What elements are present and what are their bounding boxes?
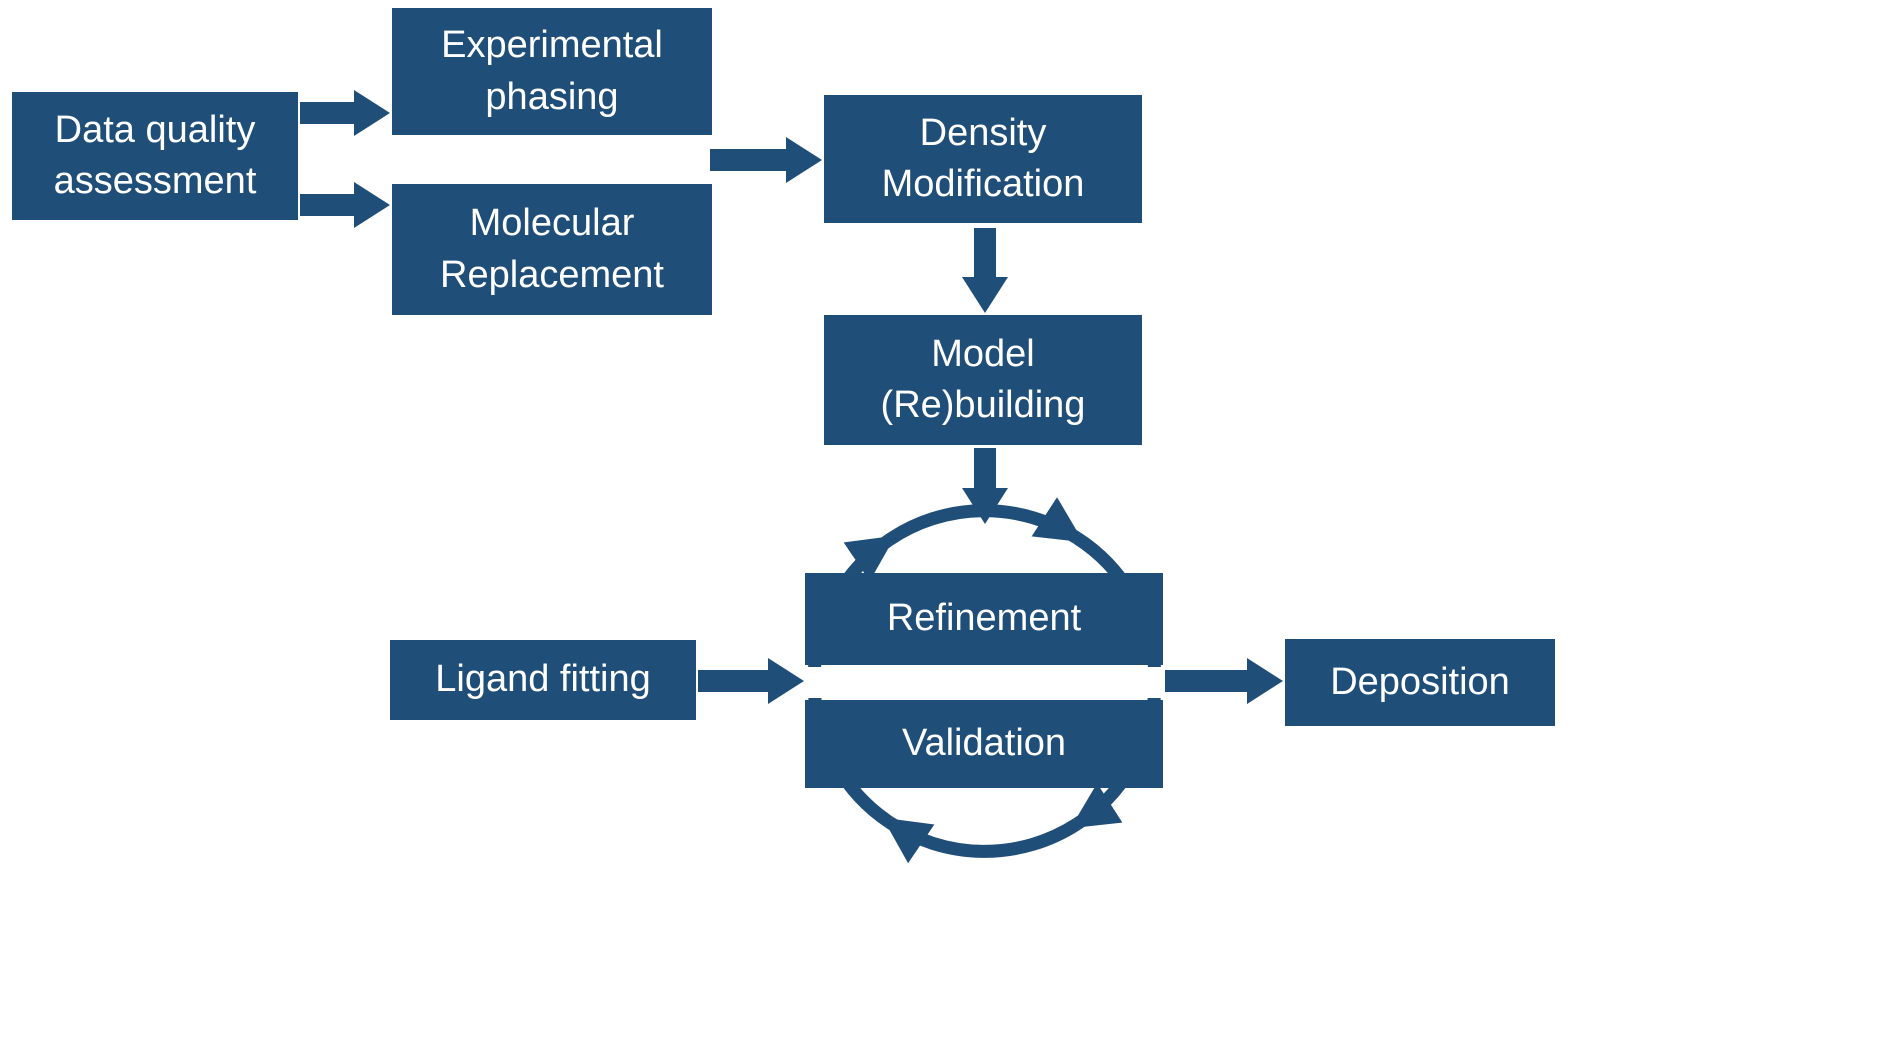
node-refinement: Refinement bbox=[805, 573, 1163, 665]
arrow-density-to-model-rebuilding bbox=[962, 228, 1008, 313]
arrow-cycle-to-deposition bbox=[1165, 658, 1283, 704]
node-deposition: Deposition bbox=[1285, 639, 1555, 726]
arrow-ligand-to-cycle bbox=[698, 658, 804, 704]
arrow-phasing-to-density-modification bbox=[710, 137, 822, 183]
node-density-modification: Density Modification bbox=[824, 95, 1142, 223]
node-validation: Validation bbox=[805, 700, 1163, 788]
node-data-quality-assessment: Data quality assessment bbox=[12, 92, 298, 220]
cycle-arc-bottom bbox=[882, 816, 1081, 864]
node-model-rebuilding: Model (Re)building bbox=[824, 315, 1142, 445]
arrow-dqa-to-molecular-replacement bbox=[300, 182, 390, 228]
node-molecular-replacement: Molecular Replacement bbox=[392, 184, 712, 315]
cycle-gap-mask bbox=[806, 667, 1163, 698]
node-experimental-phasing: Experimental phasing bbox=[392, 8, 712, 135]
arrow-model-to-cycle bbox=[962, 448, 1008, 524]
arrow-dqa-to-experimental-phasing bbox=[300, 90, 390, 136]
node-ligand-fitting: Ligand fitting bbox=[390, 640, 696, 720]
